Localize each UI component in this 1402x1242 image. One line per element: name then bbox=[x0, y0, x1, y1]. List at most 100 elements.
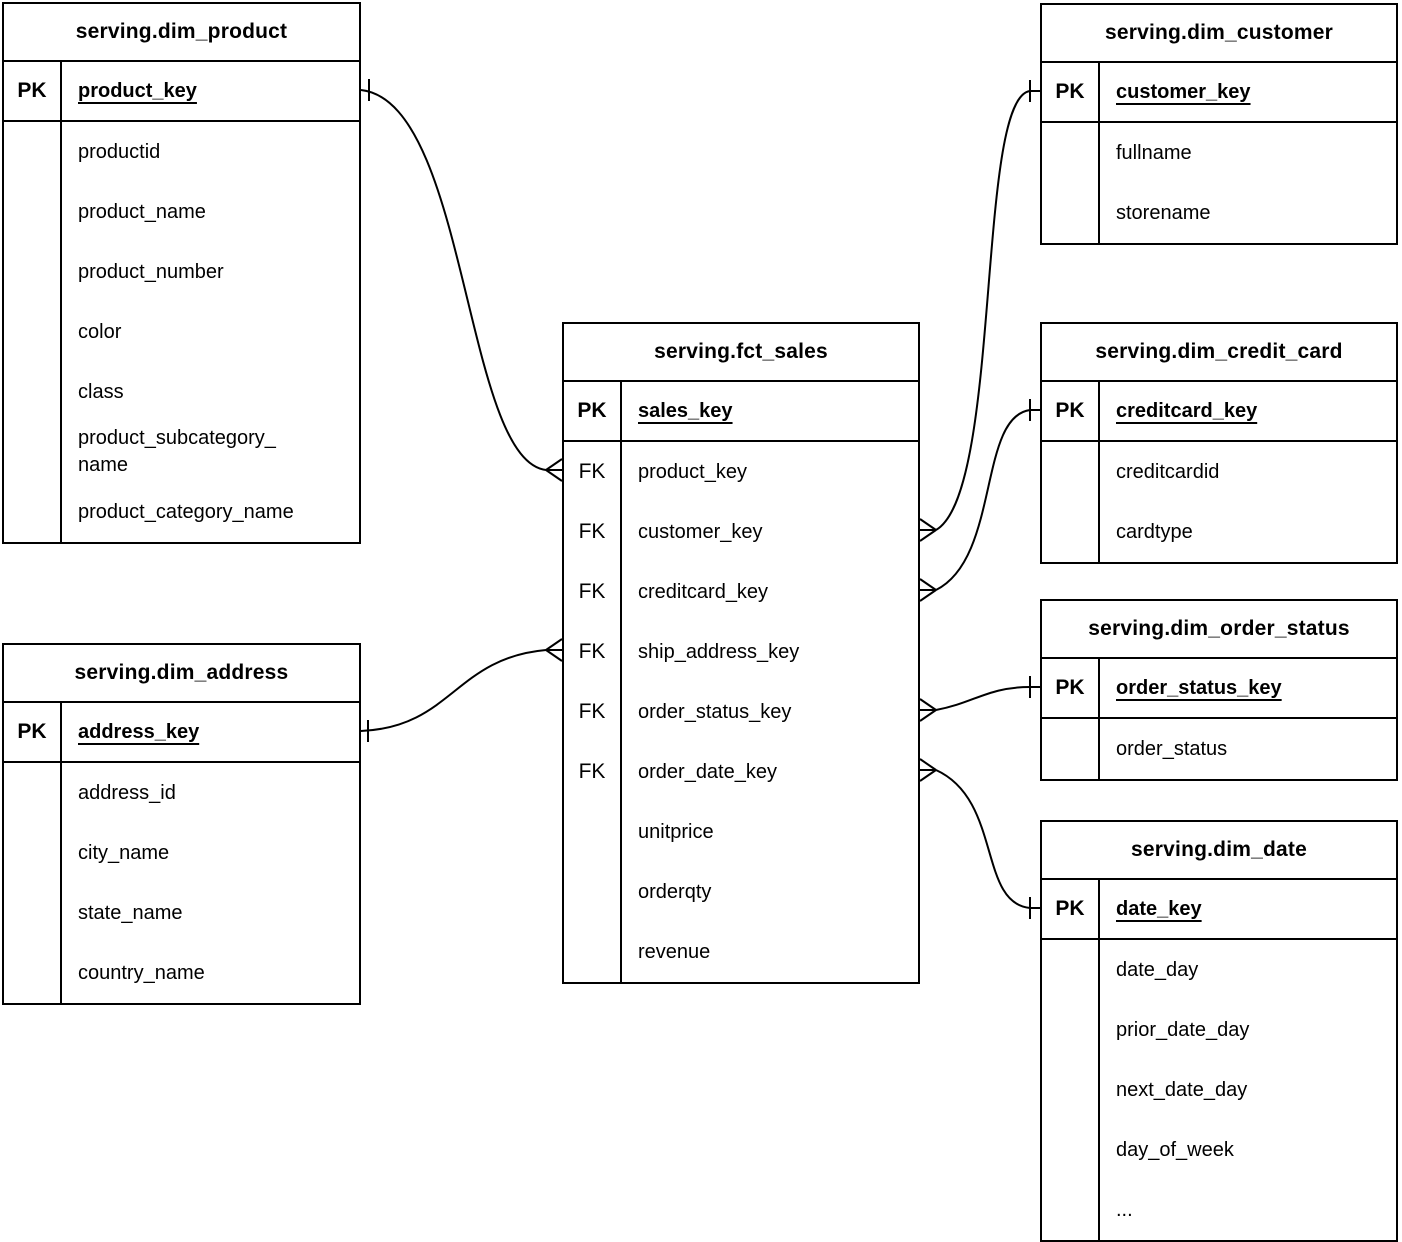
crowsfoot-sales-address bbox=[545, 638, 563, 662]
field-row: color bbox=[4, 302, 359, 362]
field-name: prior_date_day bbox=[1116, 1018, 1250, 1041]
key-cell-empty bbox=[564, 862, 622, 922]
table-title: serving.dim_address bbox=[4, 645, 359, 703]
field-row: ... bbox=[1042, 1180, 1396, 1240]
relationship-line-sales-creditcard bbox=[935, 409, 1040, 591]
relationship-line-sales-orderstatus bbox=[935, 686, 1040, 711]
key-cell-empty bbox=[4, 763, 62, 823]
table-title: serving.dim_order_status bbox=[1042, 601, 1396, 659]
field-name: product_name bbox=[78, 200, 206, 223]
field-name: product_category_name bbox=[78, 500, 294, 523]
pk-row: PK order_status_key bbox=[1042, 659, 1396, 719]
field-row: date_day bbox=[1042, 940, 1396, 1000]
key-cell-empty bbox=[4, 422, 62, 482]
field-row: city_name bbox=[4, 823, 359, 883]
field-name: cardtype bbox=[1116, 520, 1193, 543]
fk-tag: FK bbox=[564, 562, 622, 622]
pk-field-name: order_status_key bbox=[1116, 676, 1282, 699]
field-name: address_id bbox=[78, 781, 176, 804]
field-row: unitprice bbox=[564, 802, 918, 862]
field-row: country_name bbox=[4, 943, 359, 1003]
crowsfoot-sales-date bbox=[919, 758, 937, 782]
field-row: next_date_day bbox=[1042, 1060, 1396, 1120]
field-name: order_date_key bbox=[638, 760, 777, 783]
key-cell-empty bbox=[4, 302, 62, 362]
field-row: revenue bbox=[564, 922, 918, 982]
field-row: productid bbox=[4, 122, 359, 182]
field-name: next_date_day bbox=[1116, 1078, 1248, 1101]
field-name: order_status_key bbox=[638, 700, 792, 723]
field-name: productid bbox=[78, 140, 161, 163]
key-cell-empty bbox=[4, 242, 62, 302]
field-row: product_category_name bbox=[4, 482, 359, 542]
field-row: prior_date_day bbox=[1042, 1000, 1396, 1060]
field-name: order_status bbox=[1116, 737, 1228, 760]
table-title: serving.dim_credit_card bbox=[1042, 324, 1396, 382]
field-name: product_number bbox=[78, 260, 224, 283]
field-row: product_subcategory_name bbox=[4, 422, 359, 482]
pk-field-name: address_key bbox=[78, 720, 200, 743]
field-row: fullname bbox=[1042, 123, 1396, 183]
field-row: state_name bbox=[4, 883, 359, 943]
key-cell-empty bbox=[1042, 1000, 1100, 1060]
key-cell-empty bbox=[1042, 442, 1100, 502]
key-cell-empty bbox=[4, 823, 62, 883]
field-row: product_number bbox=[4, 242, 359, 302]
pk-field-name: customer_key bbox=[1116, 80, 1251, 103]
field-name: ... bbox=[1116, 1198, 1133, 1221]
field-row: cardtype bbox=[1042, 502, 1396, 562]
field-name: storename bbox=[1116, 201, 1211, 224]
key-cell-empty bbox=[564, 802, 622, 862]
field-name: date_day bbox=[1116, 958, 1199, 981]
pk-tag: PK bbox=[1042, 880, 1100, 938]
pk-row: PK creditcard_key bbox=[1042, 382, 1396, 442]
field-row: address_id bbox=[4, 763, 359, 823]
relationship-line-sales-date bbox=[935, 769, 1040, 909]
table-title: serving.dim_product bbox=[4, 4, 359, 62]
key-cell-empty bbox=[1042, 719, 1100, 779]
field-row: creditcardid bbox=[1042, 442, 1396, 502]
field-row: orderqty bbox=[564, 862, 918, 922]
key-cell-empty bbox=[4, 482, 62, 542]
key-cell-empty bbox=[1042, 183, 1100, 243]
relationship-line-sales-address bbox=[360, 649, 547, 732]
key-cell-empty bbox=[1042, 502, 1100, 562]
field-name: class bbox=[78, 380, 124, 403]
crowsfoot-sales-creditcard bbox=[919, 578, 937, 602]
pk-tag: PK bbox=[1042, 382, 1100, 440]
key-cell-empty bbox=[4, 122, 62, 182]
table-title: serving.fct_sales bbox=[564, 324, 918, 382]
fk-tag: FK bbox=[564, 682, 622, 742]
pk-tag: PK bbox=[1042, 659, 1100, 717]
field-name: revenue bbox=[638, 940, 711, 963]
relationship-line-sales-product bbox=[360, 89, 547, 471]
field-row: class bbox=[4, 362, 359, 422]
fk-tag: FK bbox=[564, 742, 622, 802]
field-name: state_name bbox=[78, 901, 183, 924]
crowsfoot-sales-customer bbox=[919, 518, 937, 542]
key-cell-empty bbox=[4, 362, 62, 422]
relationship-line-sales-customer bbox=[935, 90, 1040, 531]
field-row: FK order_status_key bbox=[564, 682, 918, 742]
field-row: storename bbox=[1042, 183, 1396, 243]
field-name: day_of_week bbox=[1116, 1138, 1234, 1161]
field-name: country_name bbox=[78, 961, 205, 984]
pk-field-name: date_key bbox=[1116, 897, 1202, 920]
pk-field-name: creditcard_key bbox=[1116, 399, 1258, 422]
key-cell-empty bbox=[4, 943, 62, 1003]
key-cell-empty bbox=[1042, 940, 1100, 1000]
field-row: product_name bbox=[4, 182, 359, 242]
field-name: product_subcategory_name bbox=[78, 427, 276, 476]
key-cell-empty bbox=[564, 922, 622, 982]
pk-row: PK date_key bbox=[1042, 880, 1396, 940]
